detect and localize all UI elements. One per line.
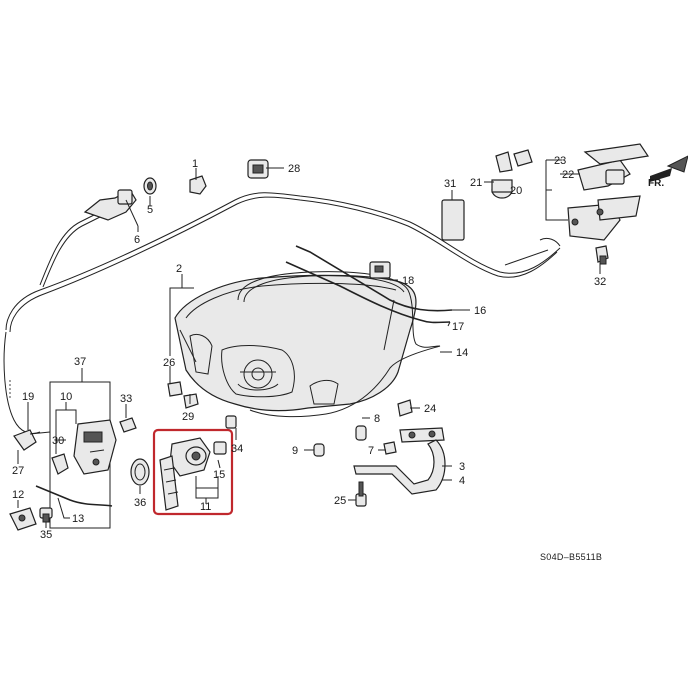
callout-29: 29 <box>182 411 194 423</box>
screw-part-34 <box>225 415 237 429</box>
latch-assembly-20 <box>567 143 650 241</box>
callout-21: 21 <box>470 177 482 189</box>
rod-part-13 <box>35 485 113 507</box>
lower-cable <box>3 331 41 434</box>
callout-7: 7 <box>368 445 374 457</box>
highlight-box <box>152 428 234 516</box>
callout-17: 17 <box>452 321 464 333</box>
pad-part-31 <box>441 199 465 241</box>
clip-part-27 <box>13 429 51 451</box>
bumper-part-8 <box>355 425 367 441</box>
callout-16: 16 <box>474 305 486 317</box>
holder-part-12 <box>9 507 37 531</box>
seal-part-36 <box>130 458 150 486</box>
trunk-cable-16 <box>295 245 453 312</box>
callout-2: 2 <box>176 263 182 275</box>
key-cylinder-11 <box>159 437 227 511</box>
callout-34: 34 <box>231 443 243 455</box>
callout-32: 32 <box>594 276 606 288</box>
clip-part-10 <box>51 453 69 475</box>
callout-35: 35 <box>40 529 52 541</box>
callout-31: 31 <box>444 178 456 190</box>
callout-26: 26 <box>163 357 175 369</box>
callout-6: 6 <box>134 234 140 246</box>
bolt-part-25 <box>355 481 367 507</box>
bolt-part-35 <box>39 507 53 523</box>
diagram-code: S04D–B5511B <box>540 552 602 562</box>
trunk-lid <box>174 274 417 412</box>
callout-15: 15 <box>213 469 225 481</box>
leader-lines <box>17 159 601 528</box>
callout-23: 23 <box>554 155 566 167</box>
key-cylinder-21 <box>491 149 533 199</box>
callout-36: 36 <box>134 497 146 509</box>
callout-numbers: 1 28 5 6 2 31 21 20 23 22 18 32 16 17 14… <box>12 155 664 562</box>
callout-33: 33 <box>120 393 132 405</box>
hinge-part-3-4 <box>353 427 446 495</box>
callout-14: 14 <box>456 347 468 359</box>
callout-1: 1 <box>192 158 198 170</box>
callout-25: 25 <box>334 495 346 507</box>
callout-24: 24 <box>424 403 436 415</box>
callout-4: 4 <box>459 475 465 487</box>
clip-part-29 <box>183 393 199 409</box>
trunk-cable-17 <box>285 261 451 324</box>
callout-20: 20 <box>510 185 522 197</box>
switch-part-18 <box>369 261 391 279</box>
callout-22: 22 <box>562 169 574 181</box>
callout-30: 30 <box>52 435 64 447</box>
opener-lever-assembly <box>83 177 157 227</box>
callout-10: 10 <box>60 391 72 403</box>
bumper-part-26 <box>167 381 183 397</box>
callout-19: 19 <box>22 391 34 403</box>
callout-8: 8 <box>374 413 380 425</box>
bumper-part-9 <box>313 443 325 457</box>
grommet-part-28 <box>247 159 282 179</box>
callout-3: 3 <box>459 461 465 473</box>
bolt-part-32 <box>595 245 609 265</box>
callout-13: 13 <box>72 513 84 525</box>
callout-12: 12 <box>12 489 24 501</box>
bolt-part-24 <box>397 399 413 417</box>
callout-27: 27 <box>12 465 24 477</box>
trunk-lid-outer <box>174 274 417 412</box>
bolt-part-33 <box>119 417 137 433</box>
callout-11: 11 <box>200 501 211 513</box>
trunk-lock-30 <box>73 419 117 475</box>
clip-part-1 <box>189 168 207 195</box>
front-direction-label: FR. <box>648 178 664 189</box>
clip-part-7 <box>383 441 397 455</box>
release-cable <box>5 192 561 331</box>
callout-28: 28 <box>288 163 300 175</box>
callout-9: 9 <box>292 445 298 457</box>
callout-5: 5 <box>147 204 153 216</box>
callout-37: 37 <box>74 356 86 368</box>
front-direction-arrow <box>650 155 688 182</box>
callout-18: 18 <box>402 275 414 287</box>
